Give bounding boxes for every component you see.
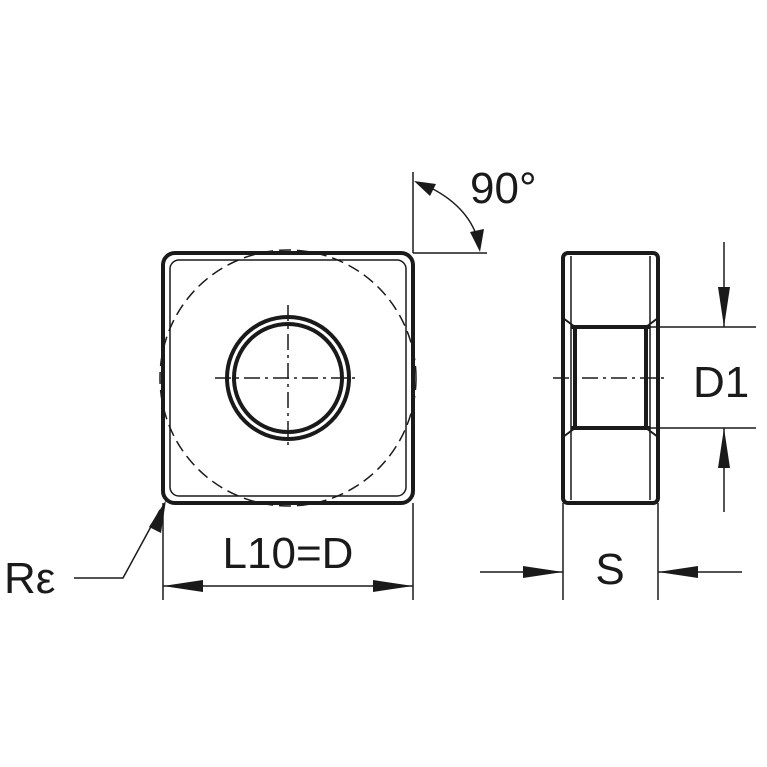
d1-arrow-bottom — [718, 428, 730, 468]
angle-arrow-start — [414, 181, 436, 196]
s-arrow-right — [658, 566, 698, 578]
hole-chamfer-top-left — [562, 317, 576, 328]
radius-label: Rε — [4, 554, 55, 603]
angle-label: 90° — [470, 164, 537, 213]
thickness-dimension: S — [480, 503, 742, 600]
angle-annotation: 90° — [412, 164, 537, 254]
corner-radius-annotation: Rε — [4, 500, 166, 603]
length-label: L10=D — [223, 529, 354, 578]
inscribed-circle — [159, 249, 417, 507]
hole-chamfer-bottom-right — [645, 427, 659, 438]
hole-chamfer-bottom-left — [562, 427, 576, 438]
insert-side-view — [553, 251, 668, 505]
length-arrow-right — [373, 580, 413, 592]
length-arrow-left — [163, 580, 203, 592]
s-label: S — [595, 545, 624, 594]
d1-arrow-top — [718, 287, 730, 327]
radius-arrow — [149, 500, 166, 533]
length-dimension: L10=D — [162, 503, 414, 600]
radius-leader-line — [74, 509, 161, 579]
hole-chamfer-top-right — [645, 317, 659, 328]
hole-diameter-dimension: D1 — [650, 242, 756, 512]
insert-inner-edge — [169, 259, 407, 497]
insert-outline — [161, 251, 415, 505]
d1-label: D1 — [693, 358, 749, 407]
angle-arrow-end — [470, 229, 484, 252]
insert-top-view — [159, 249, 417, 507]
s-arrow-left — [523, 566, 563, 578]
